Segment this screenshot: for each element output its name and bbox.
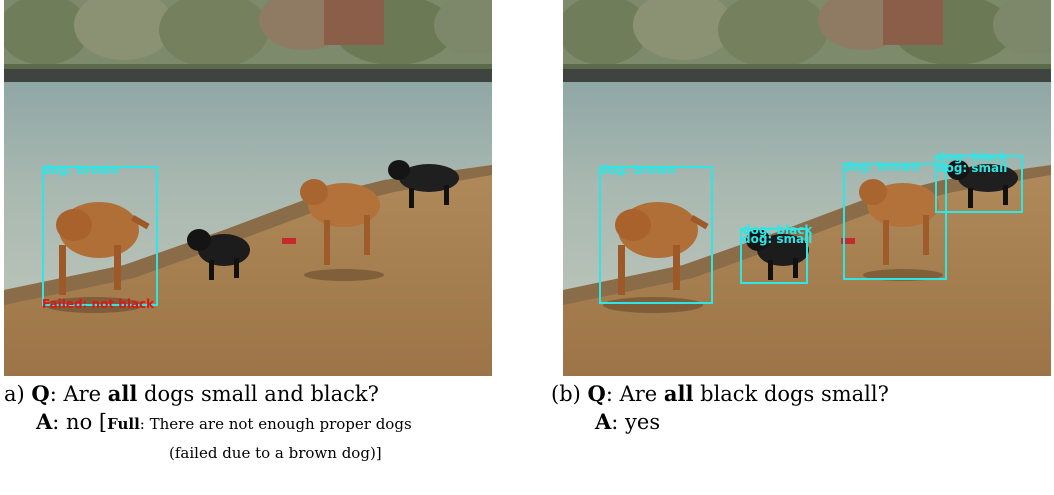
bounding-box-label: dog: black bbox=[937, 150, 1008, 164]
bounding-box-label: dog: brown bbox=[599, 163, 676, 177]
question-line-a: a) Q: Are all dogs small and black? bbox=[4, 380, 379, 408]
bounding-box-label: dog: black bbox=[742, 223, 813, 237]
question-keyword: all bbox=[663, 381, 694, 406]
bounding-box-label: dog: small bbox=[937, 161, 1008, 175]
question-keyword: all bbox=[107, 381, 138, 406]
question-text: : Are bbox=[605, 382, 664, 406]
beach-dogs-photo-a: dog: brown Failed: not black bbox=[4, 0, 492, 376]
bounding-box bbox=[42, 166, 158, 306]
question-text: : Are bbox=[49, 382, 108, 406]
bounding-box bbox=[740, 228, 808, 284]
question-text: dogs small and black? bbox=[137, 382, 379, 406]
bounding-box-label: dog: brown bbox=[42, 163, 119, 177]
answer-text: : yes bbox=[611, 410, 661, 434]
answer-label: A bbox=[36, 409, 53, 434]
answer-line-a: A: no [Full: There are not enough proper… bbox=[36, 408, 412, 438]
answer-line-b: A: yes bbox=[595, 408, 660, 436]
question-label: Q bbox=[587, 381, 606, 406]
bounding-box bbox=[935, 155, 1023, 213]
beach-dogs-photo-b: dog: brown dog: black dog: small dog: br… bbox=[563, 0, 1051, 376]
bounding-box-label: dog: small bbox=[742, 232, 813, 246]
fail-label: Failed: not black bbox=[42, 297, 155, 311]
full-explanation-line-2: (failed due to a brown dog)] bbox=[169, 444, 382, 462]
bounding-box bbox=[843, 163, 947, 280]
question-line-b: (b) Q: Are all black dogs small? bbox=[551, 380, 889, 408]
caption-prefix: a) bbox=[4, 382, 25, 406]
answer-text: : no [ bbox=[52, 410, 108, 434]
bounding-box-label: dog: brown bbox=[843, 160, 920, 174]
caption-prefix: (b) bbox=[551, 382, 581, 406]
question-label: Q bbox=[31, 381, 50, 406]
full-label: Full bbox=[107, 415, 140, 433]
full-explanation: : There are not enough proper dogs bbox=[139, 415, 412, 433]
answer-label: A bbox=[595, 409, 612, 434]
question-text: black dogs small? bbox=[693, 382, 889, 406]
bounding-box bbox=[599, 166, 713, 304]
